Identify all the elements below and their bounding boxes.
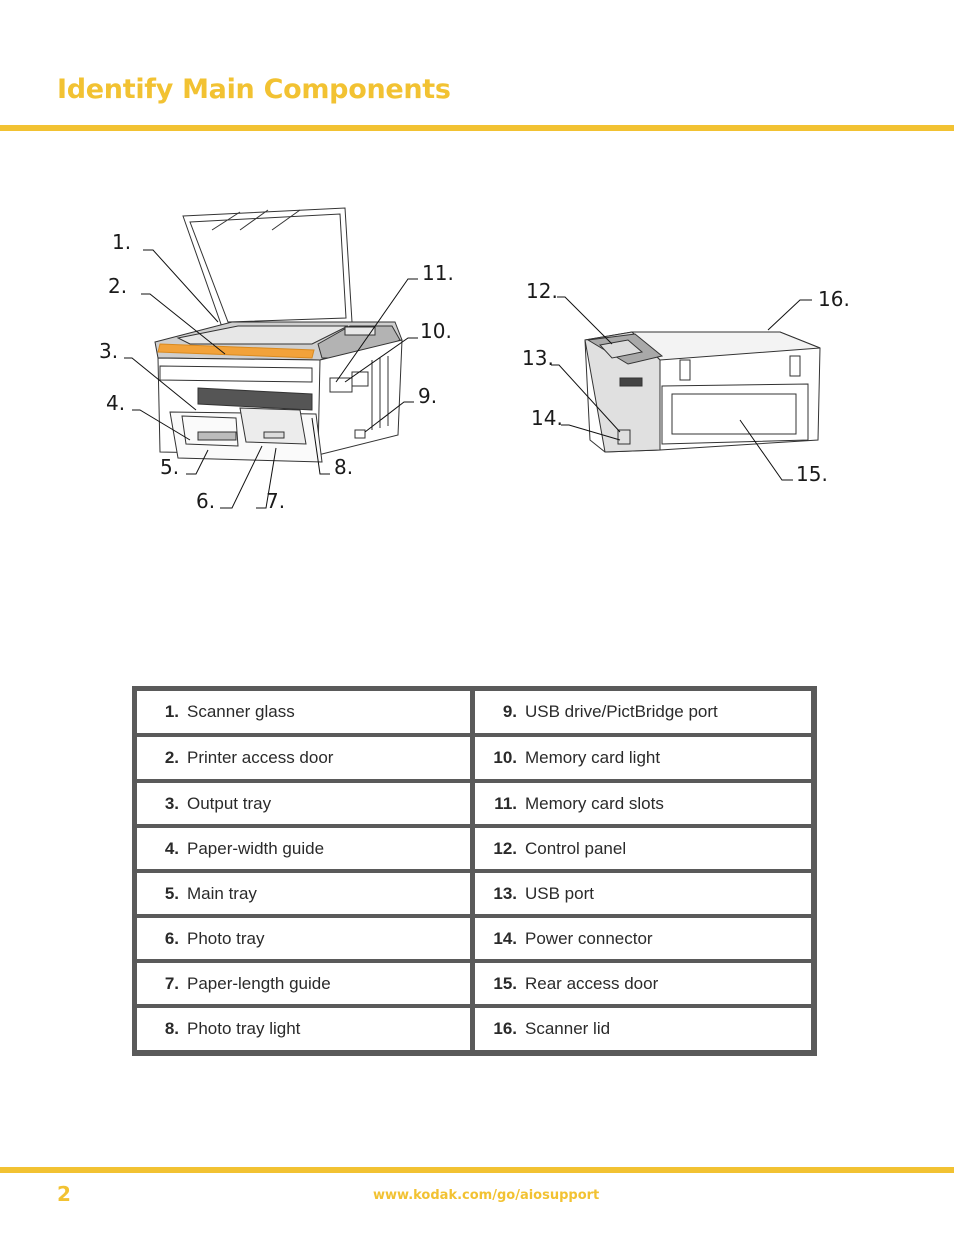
callout-11: 11. bbox=[422, 261, 454, 285]
callout-4: 4. bbox=[106, 391, 125, 415]
item-number: 5. bbox=[164, 883, 179, 903]
printer-illustration: 1. 2. 3. 4. 5. 6. 7. 8. 9. 10. 11. 12. 1… bbox=[99, 207, 850, 513]
table-cell: 6. Photo tray bbox=[137, 918, 470, 959]
table-cell: 11. Memory card slots bbox=[475, 783, 811, 824]
item-number: 3. bbox=[164, 793, 179, 813]
item-label: Memory card light bbox=[525, 748, 661, 767]
item-label: Paper-width guide bbox=[187, 838, 325, 858]
item-label: Memory card slots bbox=[525, 793, 664, 813]
table-cell: 10. Memory card light bbox=[475, 737, 811, 779]
item-label: Rear access door bbox=[525, 973, 659, 993]
item-label: Scanner lid bbox=[525, 1019, 611, 1038]
table-cell: 3. Output tray bbox=[137, 783, 470, 824]
item-label: Main tray bbox=[187, 883, 257, 903]
callout-16: 16. bbox=[818, 287, 850, 311]
footer-rule bbox=[0, 1167, 954, 1173]
callout-5: 5. bbox=[160, 455, 179, 479]
callout-7: 7. bbox=[266, 489, 285, 513]
item-label: Photo tray light bbox=[187, 1019, 301, 1038]
item-label: Output tray bbox=[187, 793, 272, 813]
callout-12: 12. bbox=[526, 279, 558, 303]
item-number: 16. bbox=[493, 1019, 517, 1038]
callout-6: 6. bbox=[196, 489, 215, 513]
page-number: 2 bbox=[57, 1182, 71, 1206]
callout-10: 10. bbox=[420, 319, 452, 343]
table-cell: 9. USB drive/PictBridge port bbox=[475, 691, 811, 733]
table-cell: 8. Photo tray light bbox=[137, 1008, 470, 1050]
item-number: 14. bbox=[493, 928, 517, 948]
item-number: 13. bbox=[493, 883, 517, 903]
table-cell: 12. Control panel bbox=[475, 828, 811, 869]
table-cell: 5. Main tray bbox=[137, 873, 470, 914]
item-number: 10. bbox=[493, 748, 517, 767]
callout-8: 8. bbox=[334, 455, 353, 479]
item-label: Scanner glass bbox=[187, 702, 295, 721]
table-cell: 4. Paper-width guide bbox=[137, 828, 470, 869]
item-number: 6. bbox=[164, 928, 179, 948]
table-cell: 2. Printer access door bbox=[137, 737, 470, 779]
item-number: 9. bbox=[502, 702, 517, 721]
callout-1: 1. bbox=[112, 230, 131, 254]
item-number: 8. bbox=[164, 1019, 179, 1038]
item-number: 12. bbox=[493, 838, 517, 858]
item-label: Photo tray bbox=[187, 928, 265, 948]
table-cell: 13. USB port bbox=[475, 873, 811, 914]
page-title: Identify Main Components bbox=[57, 74, 451, 105]
table-cell: 7. Paper-length guide bbox=[137, 963, 470, 1004]
item-number: 2. bbox=[164, 748, 179, 767]
item-number: 11. bbox=[494, 793, 517, 813]
table-cell: 1. Scanner glass bbox=[137, 691, 470, 733]
callout-13: 13. bbox=[522, 346, 554, 370]
item-label: Control panel bbox=[525, 838, 627, 858]
item-number: 1. bbox=[164, 702, 179, 721]
item-label: Printer access door bbox=[187, 748, 334, 767]
callout-15: 15. bbox=[796, 462, 828, 486]
item-label: Paper-length guide bbox=[187, 973, 331, 993]
item-number: 15. bbox=[493, 973, 517, 993]
callout-9: 9. bbox=[418, 384, 437, 408]
item-number: 7. bbox=[164, 973, 179, 993]
callout-3: 3. bbox=[99, 339, 118, 363]
table-cell: 14. Power connector bbox=[475, 918, 811, 959]
components-table: 1. Scanner glass 2. Printer access door 3.… bbox=[132, 686, 817, 1056]
item-label: USB port bbox=[525, 883, 594, 903]
item-label: Power connector bbox=[525, 928, 653, 948]
item-label: USB drive/PictBridge port bbox=[525, 702, 718, 721]
footer-link[interactable]: www.kodak.com/go/aiosupport bbox=[373, 1188, 600, 1203]
item-number: 4. bbox=[164, 838, 179, 858]
callout-2: 2. bbox=[108, 274, 127, 298]
header-rule bbox=[0, 125, 954, 131]
table-cell: 16. Scanner lid bbox=[475, 1008, 811, 1050]
callout-14: 14. bbox=[531, 406, 563, 430]
table-cell: 15. Rear access door bbox=[475, 963, 811, 1004]
